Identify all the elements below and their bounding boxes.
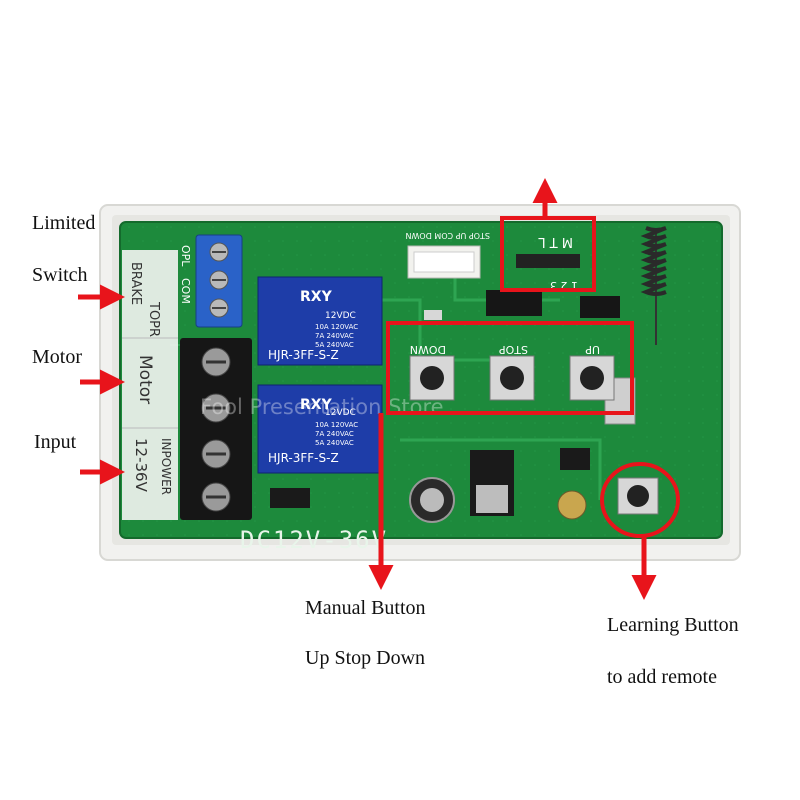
jumper-letters: M T L xyxy=(538,234,573,249)
button-up-label: UP xyxy=(585,343,600,356)
side-label-strip: BRAKE TOPR Motor INPOWER 12-36V xyxy=(122,250,178,520)
header-connector: STOP UP COM DOWN xyxy=(405,231,490,279)
relay-2-voltage: 12VDC xyxy=(325,408,356,418)
relay-2-spec1: 10A 120VAC xyxy=(315,421,358,429)
label-input: Input xyxy=(34,431,77,453)
voltage-marking: DC12V-36V xyxy=(240,526,388,554)
button-stop[interactable] xyxy=(489,355,535,401)
side-label-brake: BRAKE xyxy=(128,262,143,305)
label-manual-sub: Up Stop Down xyxy=(305,647,426,669)
relay-1-spec3: 5A 240VAC xyxy=(315,341,354,349)
label-limited: Limited xyxy=(32,212,96,234)
side-label-topr: TOPR xyxy=(146,301,161,337)
manual-buttons: DOWN STOP UP xyxy=(409,343,615,401)
relay-2-spec2: 7A 240VAC xyxy=(315,430,354,438)
button-down-label: DOWN xyxy=(410,343,446,356)
watermark: Fool Presentation Store xyxy=(200,395,444,419)
relay-2: RXY 12VDC 10A 120VAC 7A 240VAC 5A 240VAC… xyxy=(257,384,383,474)
antenna xyxy=(640,226,667,345)
relay-2-model: HJR-3FF-S-Z xyxy=(268,451,339,465)
label-opl: OPL xyxy=(179,245,192,267)
manual-buttons-highlight-box xyxy=(386,321,634,415)
relay-1-voltage: 12VDC xyxy=(325,311,356,321)
label-learning-sub: to add remote xyxy=(607,666,717,688)
relay-1-brand: RXY xyxy=(300,289,333,305)
jumper-highlight-box xyxy=(500,216,596,292)
side-label-motor: Motor xyxy=(135,355,155,404)
button-stop-label: STOP xyxy=(499,343,528,356)
side-label-voltage: 12-36V xyxy=(132,438,150,493)
label-manual-button: Manual Button xyxy=(305,597,426,619)
relay-1-spec1: 10A 120VAC xyxy=(315,323,358,331)
limit-switch-terminal: COM OPL xyxy=(179,234,243,328)
header-labels: STOP UP COM DOWN xyxy=(405,231,490,240)
learning-button[interactable] xyxy=(617,477,659,515)
button-up[interactable] xyxy=(569,355,615,401)
relay-1: RXY 12VDC 10A 120VAC 7A 240VAC 5A 240VAC… xyxy=(257,276,383,366)
relay-1-model: HJR-3FF-S-Z xyxy=(268,348,339,362)
label-switch: Switch xyxy=(32,264,88,286)
side-label-power: INPOWER xyxy=(159,438,173,495)
button-down[interactable] xyxy=(409,355,455,401)
arrows xyxy=(78,178,657,600)
power-motor-terminal xyxy=(180,338,252,520)
label-motor: Motor xyxy=(32,346,82,368)
label-learning-button: Learning Button xyxy=(607,614,739,636)
learning-button-highlight-circle xyxy=(600,462,680,538)
capacitor xyxy=(409,477,587,523)
relay-2-spec3: 5A 240VAC xyxy=(315,439,354,447)
smd-components xyxy=(270,290,636,516)
relay-1-spec2: 7A 240VAC xyxy=(315,332,354,340)
relay-2-brand: RXY xyxy=(300,397,333,413)
label-com: COM xyxy=(179,278,192,304)
